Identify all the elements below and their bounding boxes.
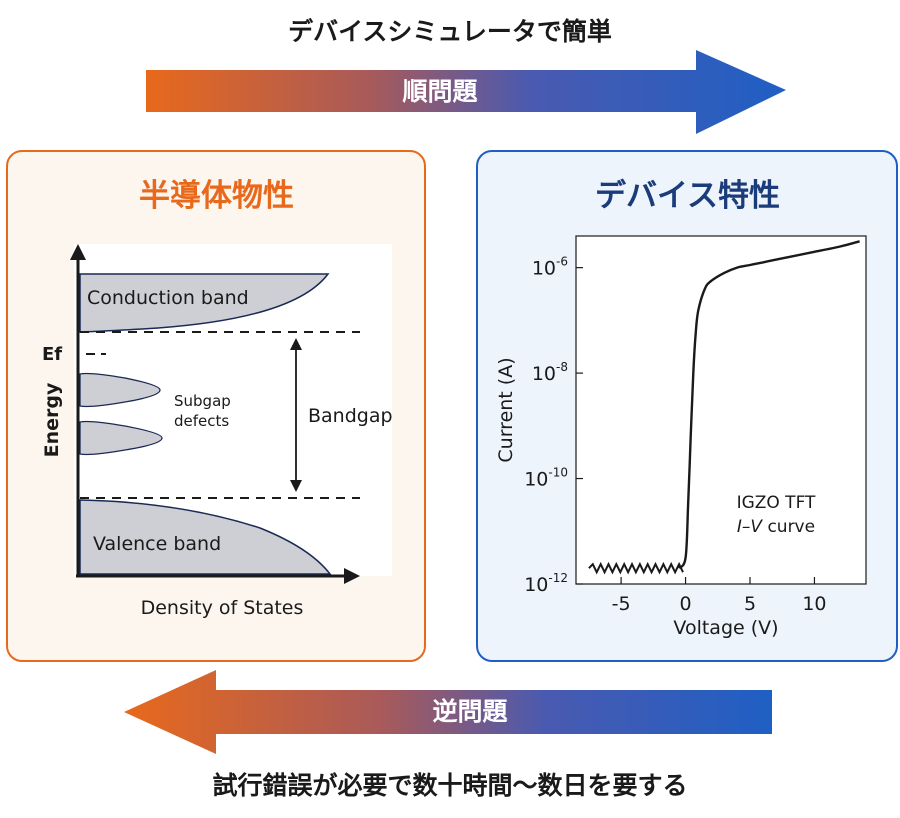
energy-axis-arrow-icon xyxy=(70,244,86,260)
y-tick-label: 10-10 xyxy=(524,466,568,491)
bandgap-arrow-head-top xyxy=(290,338,302,350)
iv-curve-line xyxy=(678,240,860,570)
x-tick-label: 0 xyxy=(680,593,692,615)
subgap-defect-lobe-upper xyxy=(79,372,161,408)
energy-axis-label: Energy xyxy=(41,382,63,457)
bandgap-label: Bandgap xyxy=(308,405,393,427)
x-tick-label: 5 xyxy=(744,593,756,615)
y-tick-label: 10-12 xyxy=(524,571,568,596)
conduction-band-label: Conduction band xyxy=(87,287,249,309)
legend-curve: I–V curve xyxy=(737,517,815,537)
valence-band-shape xyxy=(79,499,332,575)
subgap-defect-lobe-lower xyxy=(79,420,163,456)
iv-curve-chart: -5 0 5 10 10-6 10-8 10-10 10-12 IGZO TFT I–V cu… xyxy=(495,235,867,639)
bandgap-arrow-head-bottom xyxy=(290,480,302,492)
y-tick-label: 10-6 xyxy=(532,255,568,280)
semiconductor-properties-title: 半導体物性 xyxy=(139,178,294,214)
band-diagram: Conduction band Valence band Ef Subgap d… xyxy=(41,244,393,619)
iv-noise-floor xyxy=(588,561,684,575)
inverse-problem-arrow xyxy=(124,670,772,754)
iv-x-axis-label: Voltage (V) xyxy=(673,617,778,639)
forward-problem-label: 順問題 xyxy=(402,77,478,106)
fermi-level-label: Ef xyxy=(42,344,62,365)
x-tick-label: 10 xyxy=(802,593,826,615)
y-tick-label: 10-8 xyxy=(532,360,568,385)
valence-band-label: Valence band xyxy=(93,533,221,555)
x-tick-label: -5 xyxy=(612,593,631,615)
inverse-problem-label: 逆問題 xyxy=(432,697,508,726)
legend-device: IGZO TFT xyxy=(737,493,816,513)
dos-axis-arrow-icon xyxy=(344,568,360,584)
bottom-caption: 試行錯誤が必要で数十時間～数日を要する xyxy=(212,771,688,800)
iv-y-axis-label: Current (A) xyxy=(495,357,517,462)
forward-problem-arrow xyxy=(146,50,786,134)
top-caption: デバイスシミュレータで簡単 xyxy=(288,17,612,46)
dos-axis-label: Density of States xyxy=(141,597,304,619)
subgap-label-line2: defects xyxy=(174,412,229,430)
device-characteristics-title: デバイス特性 xyxy=(594,178,781,214)
iv-plot-area xyxy=(575,235,867,585)
subgap-label-line1: Subgap xyxy=(174,392,231,410)
